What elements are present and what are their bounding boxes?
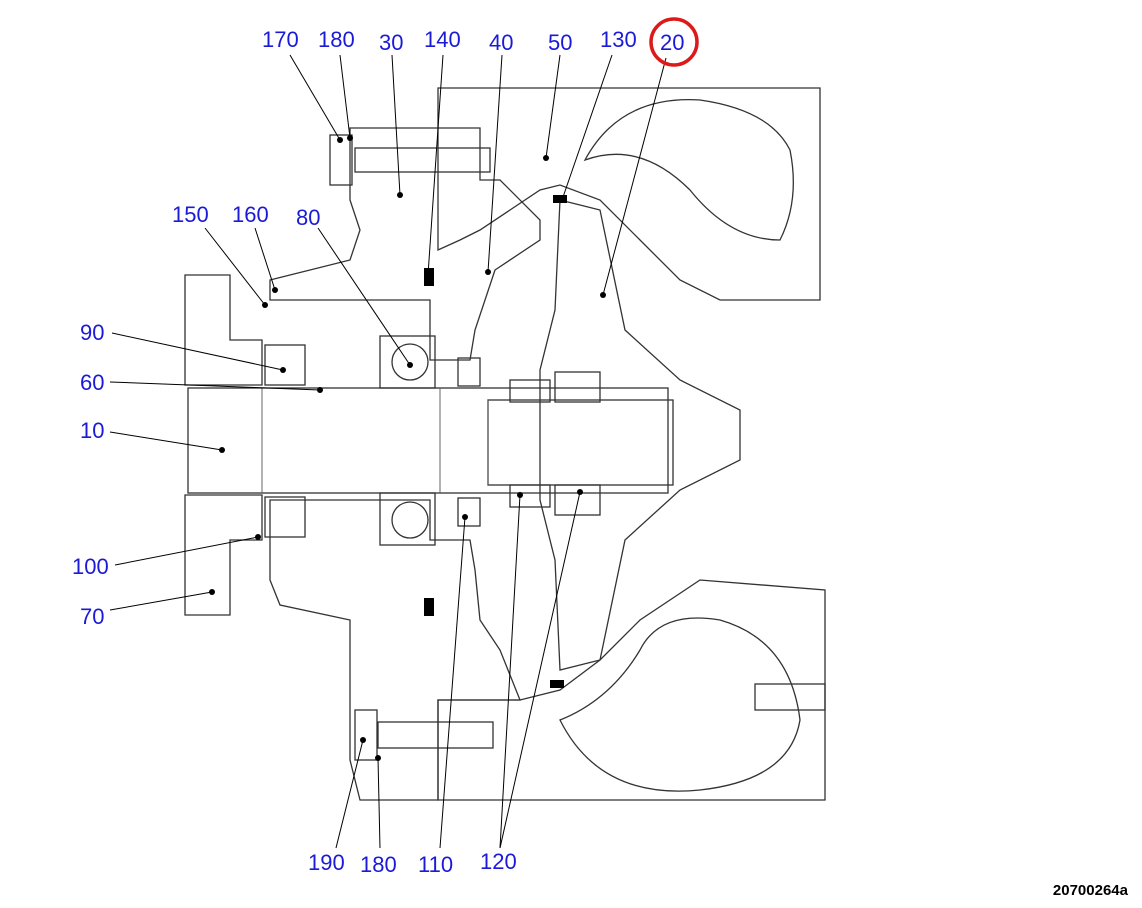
part-label-10[interactable]: 10: [80, 418, 104, 443]
part-label-180-bottom[interactable]: 180: [360, 852, 397, 877]
impeller: [487, 199, 741, 671]
mechanical-seal: [457, 357, 601, 527]
part-label-110[interactable]: 110: [418, 852, 453, 877]
leader-lines: [109, 54, 667, 849]
part-label-70[interactable]: 70: [80, 604, 104, 629]
left-labels: 90 60 10 100 70: [72, 320, 109, 629]
drawing-reference-id: 20700264a: [1053, 882, 1129, 899]
bottom-labels: 190 180 110 120: [308, 849, 517, 877]
highlight-circle: [649, 17, 699, 67]
part-label-80[interactable]: 80: [296, 205, 320, 230]
part-label-20[interactable]: 20: [660, 30, 684, 55]
bearing-housing: [269, 127, 541, 801]
shaft: [187, 387, 669, 494]
part-label-150[interactable]: 150: [172, 202, 209, 227]
part-label-190[interactable]: 190: [308, 850, 345, 875]
part-label-160[interactable]: 160: [232, 202, 269, 227]
part-label-180-top[interactable]: 180: [318, 27, 355, 52]
part-label-140[interactable]: 140: [424, 27, 461, 52]
part-label-50[interactable]: 50: [548, 30, 572, 55]
part-label-100[interactable]: 100: [72, 554, 109, 579]
bearings: [264, 335, 436, 546]
part-label-60[interactable]: 60: [80, 370, 104, 395]
part-label-30[interactable]: 30: [379, 30, 403, 55]
upper-left-labels: 150 160 80: [172, 202, 320, 230]
part-label-120[interactable]: 120: [480, 849, 517, 874]
part-label-90[interactable]: 90: [80, 320, 104, 345]
part-label-40[interactable]: 40: [489, 30, 513, 55]
part-label-170[interactable]: 170: [262, 27, 299, 52]
end-cover-flange: [184, 274, 263, 616]
top-labels: 170 180 30 140 40 50 130 20: [262, 17, 699, 67]
volute-casing: [437, 87, 826, 801]
part-label-130[interactable]: 130: [600, 27, 637, 52]
